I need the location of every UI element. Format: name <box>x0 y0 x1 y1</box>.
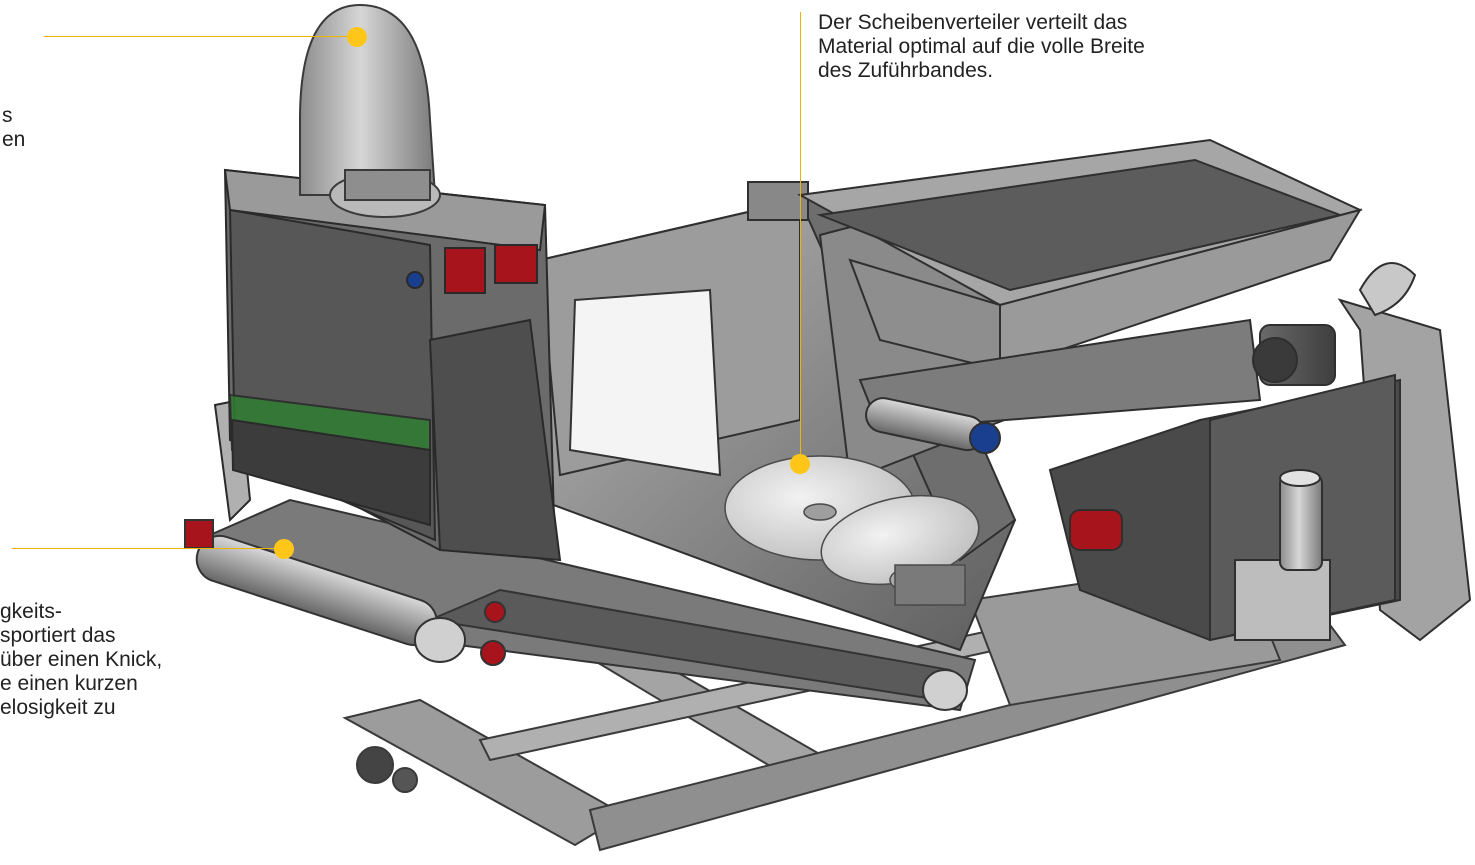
leader-line-top-left <box>44 36 358 37</box>
callout-line: Material optimal auf die volle Breite <box>818 35 1145 58</box>
exhaust-pipe <box>299 3 441 218</box>
callout-conveyor: gkeits- sportiert das über einen Knick, … <box>0 600 162 720</box>
leader-line-top-right <box>800 12 801 464</box>
callout-disc-spreader: Der Scheibenverteiler verteilt das Mater… <box>818 11 1145 83</box>
feeder-hopper <box>796 138 1363 454</box>
callout-line: elosigkeit zu <box>0 696 116 719</box>
callout-line: über einen Knick, <box>0 648 163 671</box>
screening-unit <box>213 168 562 562</box>
disc-spreader <box>724 455 980 606</box>
callout-line: e einen kurzen <box>0 672 138 695</box>
callout-line: Der Scheibenverteiler verteilt das <box>818 11 1128 34</box>
callout-line: sportiert das <box>0 624 116 647</box>
callout-line: des Zuführbandes. <box>818 59 994 82</box>
callout-top-left: s en <box>2 104 25 152</box>
inclined-conveyor <box>184 498 977 712</box>
leader-line-bottom-left <box>12 548 284 549</box>
callout-line: gkeits- <box>0 600 62 623</box>
marker-dot-disc-spreader <box>790 454 810 474</box>
callout-line: s <box>2 104 13 127</box>
marker-dot-top-left <box>347 27 367 47</box>
marker-dot-conveyor <box>274 539 294 559</box>
right-frame <box>1048 262 1472 642</box>
callout-line: en <box>2 128 26 151</box>
